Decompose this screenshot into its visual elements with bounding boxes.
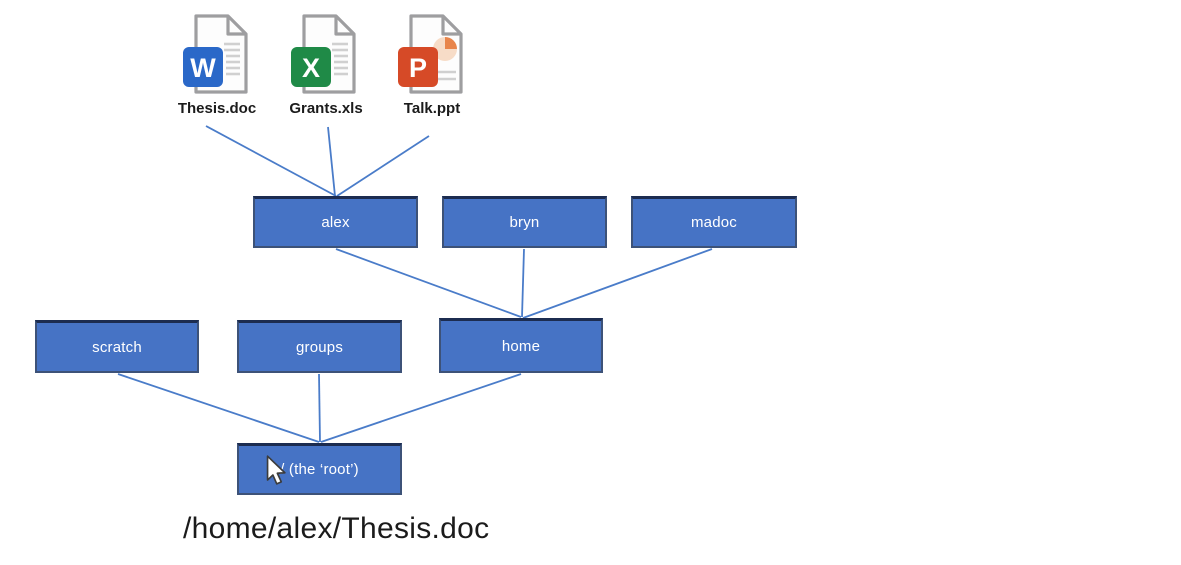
- edge-grants-alex: [327, 126, 336, 197]
- file-label-grants: Grants.xls: [289, 100, 363, 117]
- powerpoint-app-badge: [398, 47, 438, 87]
- excel-app-badge: [291, 47, 331, 87]
- word-app-badge: [183, 47, 223, 87]
- word-badge-letter: W: [190, 53, 216, 83]
- node-home-label: home: [501, 337, 541, 355]
- node-alex-label: alex: [321, 214, 350, 231]
- edge-talk-alex: [336, 135, 430, 197]
- powerpoint-file-icon: P: [397, 12, 467, 98]
- word-file-icon: W: [182, 12, 252, 98]
- file-label-thesis: Thesis.doc: [177, 100, 257, 117]
- edge-bryn-home: [521, 248, 525, 318]
- node-scratch: scratch: [35, 320, 199, 373]
- file-label-talk: Talk.ppt: [403, 100, 461, 117]
- node-root-label: / (the ‘root’): [280, 461, 359, 478]
- node-bryn: bryn: [442, 196, 607, 248]
- node-groups-label: groups: [295, 338, 344, 356]
- node-scratch-label: scratch: [92, 338, 142, 356]
- node-madoc-label: madoc: [690, 214, 738, 231]
- excel-file-icon: X: [290, 12, 360, 98]
- node-home: home: [439, 318, 603, 373]
- node-groups: groups: [237, 320, 402, 373]
- edge-home-root: [320, 373, 522, 443]
- edge-groups-root: [318, 373, 321, 443]
- mouse-cursor-icon: [266, 455, 286, 485]
- powerpoint-badge-letter: P: [409, 53, 427, 83]
- edge-thesis-alex: [205, 125, 337, 197]
- edge-madoc-home: [522, 248, 713, 319]
- edge-scratch-root: [117, 373, 320, 443]
- node-madoc: madoc: [631, 196, 797, 248]
- edge-alex-home: [335, 248, 522, 318]
- path-caption: /home/alex/Thesis.doc: [183, 512, 490, 545]
- node-root: / (the ‘root’): [237, 443, 402, 495]
- node-alex: alex: [253, 196, 418, 248]
- excel-badge-letter: X: [302, 53, 320, 83]
- node-bryn-label: bryn: [509, 214, 540, 231]
